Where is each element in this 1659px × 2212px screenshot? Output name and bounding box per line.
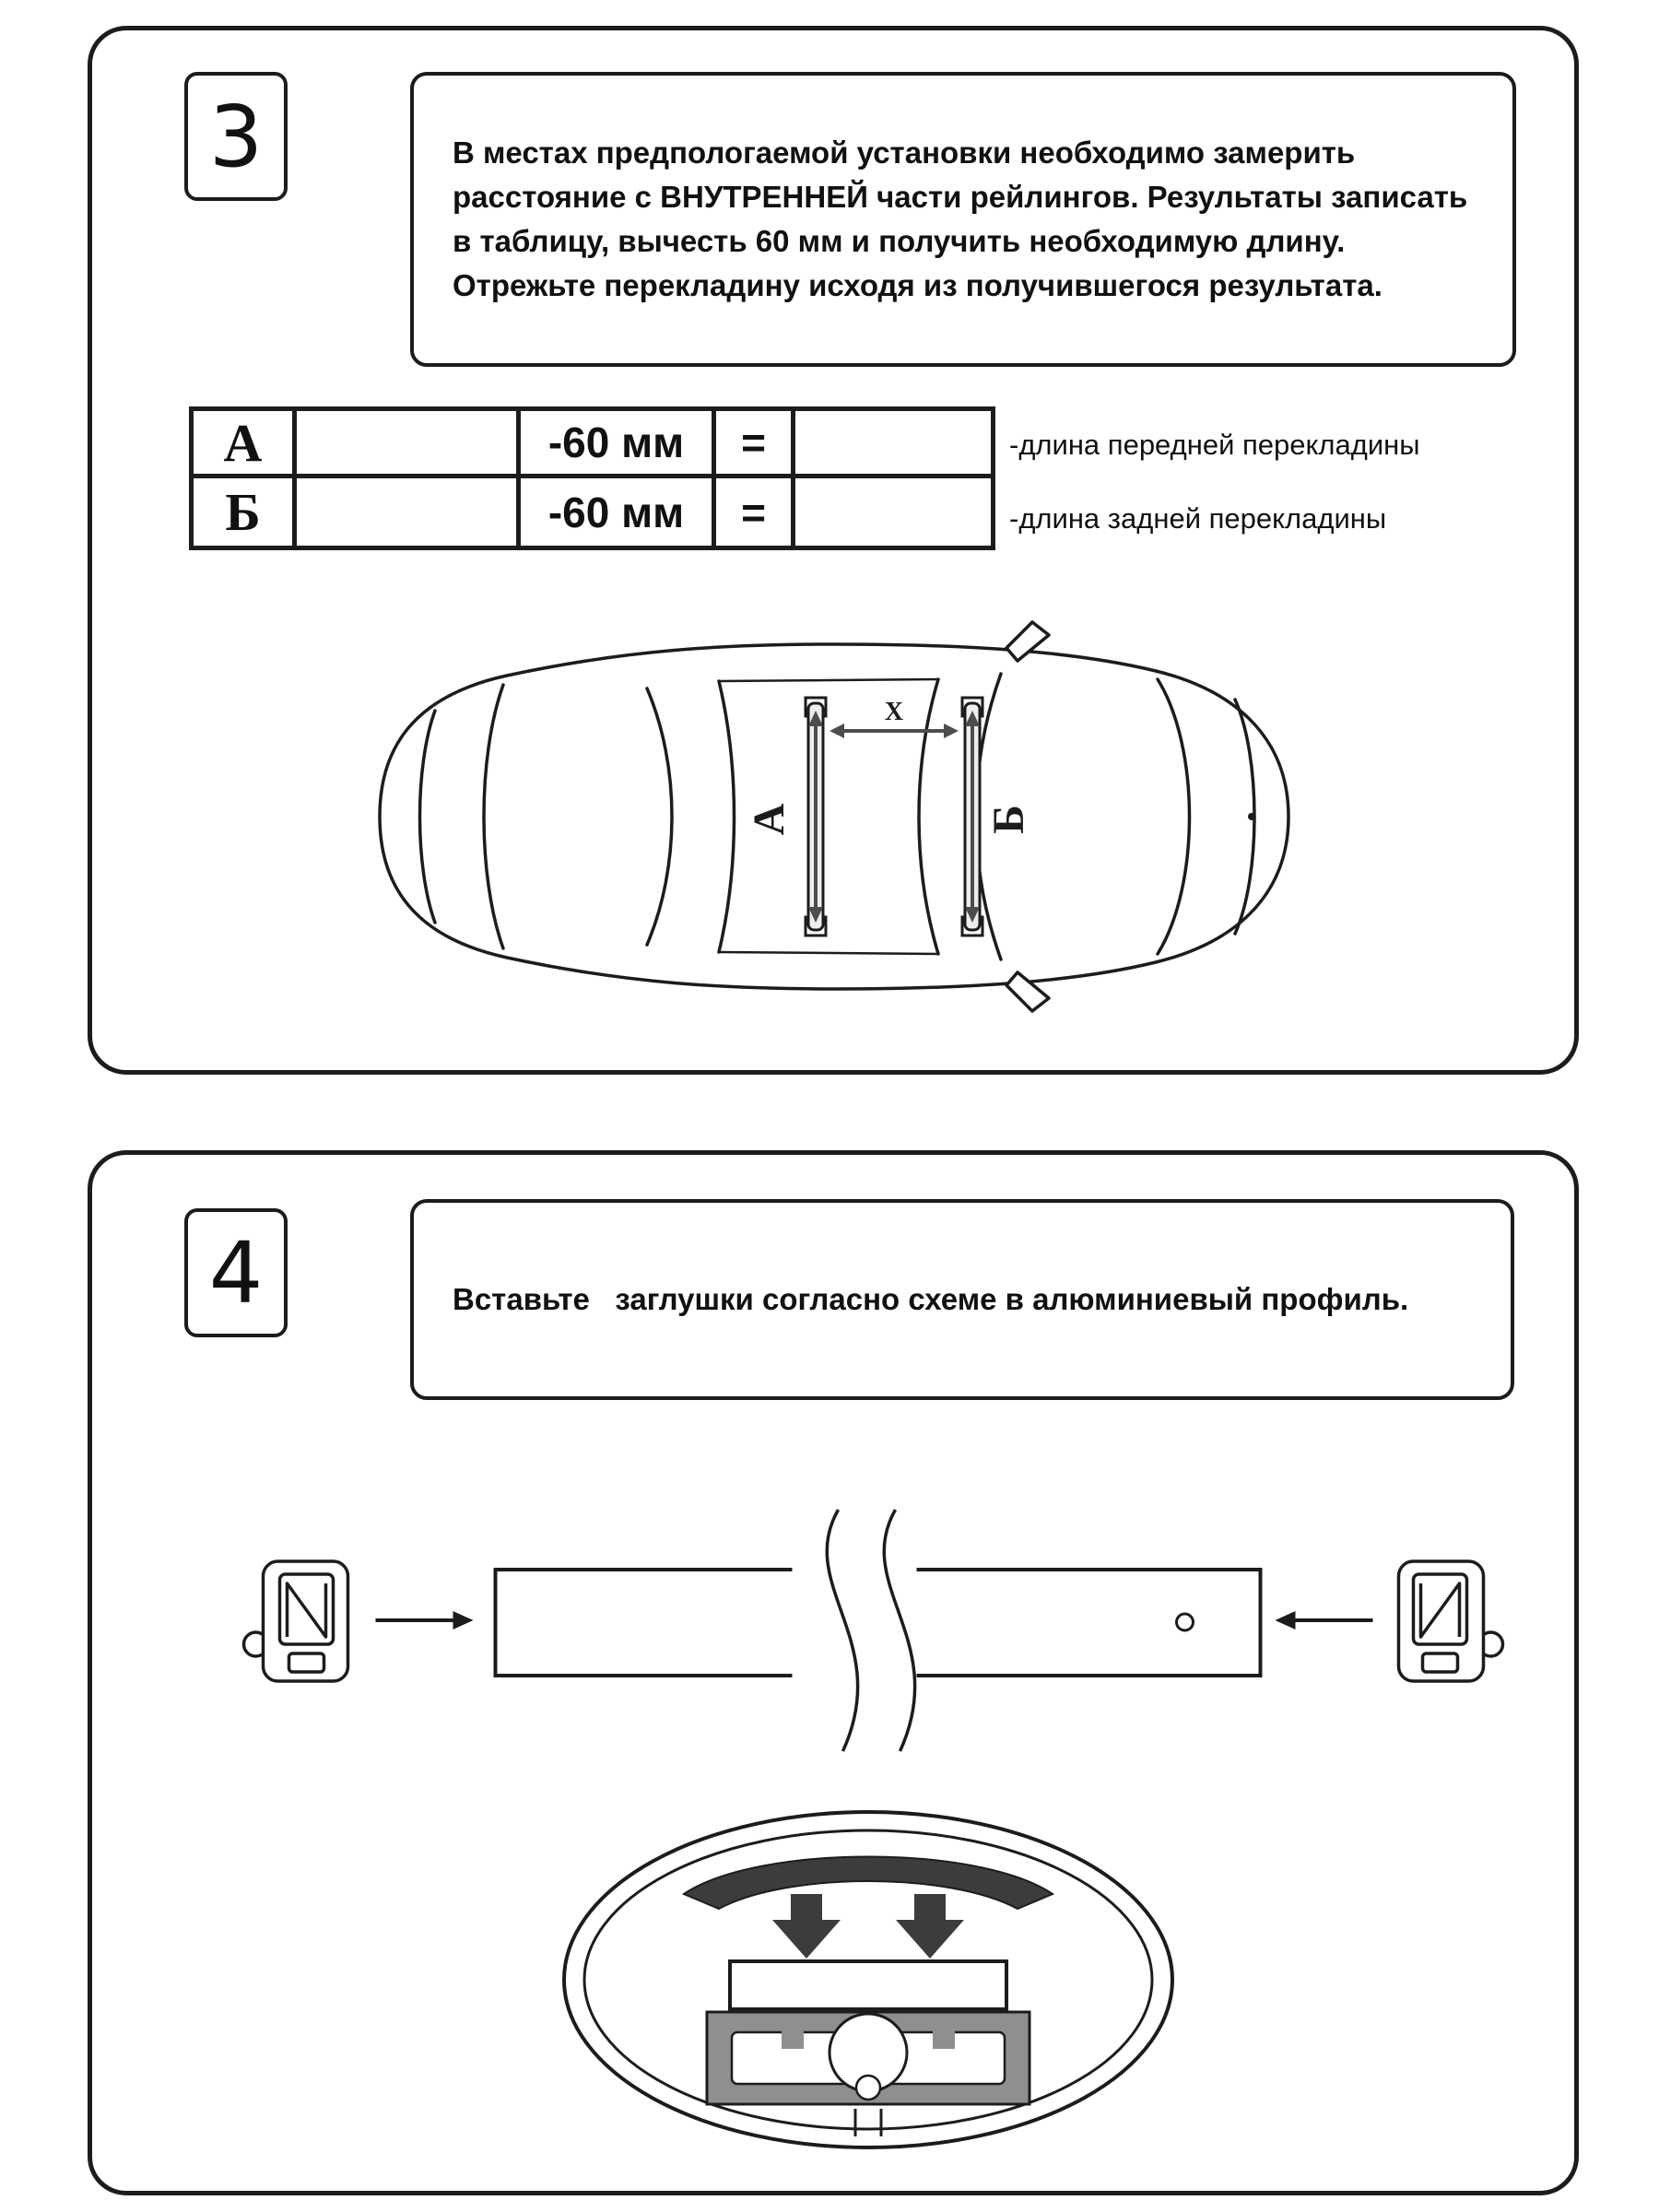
profile-cross-section-diagram — [518, 1791, 1218, 2159]
table-cell-minus-b: -60 мм — [521, 478, 716, 546]
cross-section-inner — [582, 1829, 1154, 2131]
break-wave-line — [882, 1509, 917, 1752]
step4-instruction-text: Вставьте заглушки согласно схеме в алюми… — [453, 1282, 1409, 1317]
car-hood-line — [1156, 677, 1192, 956]
arrow-left-icon — [1275, 1611, 1296, 1630]
measurement-table: А -60 мм = Б -60 мм = — [189, 406, 995, 550]
table-cell-equals-a: = — [716, 411, 795, 478]
step4-number-box: 4 — [184, 1208, 288, 1337]
profile-hole — [1175, 1612, 1194, 1632]
bar-b-label: Б — [984, 805, 1033, 834]
step3-instruction-box: В местах предпологаемой установки необхо… — [410, 72, 1516, 367]
step3-number-box: 3 — [184, 72, 288, 201]
step4-panel: 4 Вставьте заглушки согласно схеме в алю… — [88, 1150, 1579, 2195]
arrow-down-icon — [772, 1894, 841, 1959]
table-cell-letter-a: А — [194, 411, 297, 478]
arrow-left-icon — [830, 724, 844, 738]
clamp-notch — [782, 2030, 804, 2049]
step4-instruction-box: Вставьте заглушки согласно схеме в алюми… — [410, 1199, 1514, 1400]
arrow-up-icon — [808, 711, 823, 726]
end-cap-right-icon — [1396, 1559, 1505, 1683]
step3-panel: 3 В местах предпологаемой установки необ… — [88, 26, 1579, 1075]
note-rear-bar: -длина задней перекладины — [1009, 502, 1387, 535]
bar-a-label: А — [745, 803, 794, 835]
table-cell-value-b — [297, 478, 521, 546]
table-cell-minus-a: -60 мм — [521, 411, 716, 478]
car-top-view-diagram: А Б X — [323, 582, 1346, 1052]
table-cell-result-a — [795, 411, 991, 478]
arrow-down-icon — [965, 907, 980, 923]
arrow-right-icon — [944, 724, 959, 738]
car-mirror-top — [1005, 620, 1051, 663]
arrow-up-icon — [965, 711, 980, 726]
profile-endcap-diagram — [189, 1482, 1558, 1786]
mount-stem — [853, 2109, 883, 2136]
step3-number: 3 — [208, 87, 264, 186]
note-front-bar: -длина передней перекладины — [1009, 429, 1420, 461]
arrow-down-icon — [896, 1894, 964, 1959]
table-cell-value-a — [297, 411, 521, 478]
table-cell-letter-b: Б — [194, 478, 297, 546]
end-cap-left-icon — [241, 1559, 350, 1683]
arrow-down-icon — [808, 907, 823, 923]
channel-slot — [728, 1959, 1008, 2011]
table-cell-result-b — [795, 478, 991, 546]
car-rear-window — [645, 687, 674, 947]
step4-number: 4 — [208, 1223, 264, 1323]
car-mirror-bottom — [1005, 971, 1051, 1013]
rubber-strip — [681, 1855, 1055, 1911]
clamp-bolt-small — [854, 2074, 882, 2101]
car-body-outline — [378, 642, 1290, 991]
measure-arrows — [808, 711, 980, 923]
distance-x-label: X — [885, 698, 903, 726]
break-wave-line — [825, 1509, 860, 1752]
table-cell-equals-b: = — [716, 478, 795, 546]
arrow-right-icon — [453, 1611, 474, 1630]
step3-instruction-text: В местах предпологаемой установки необхо… — [453, 135, 1468, 302]
clamp-notch — [933, 2030, 955, 2049]
